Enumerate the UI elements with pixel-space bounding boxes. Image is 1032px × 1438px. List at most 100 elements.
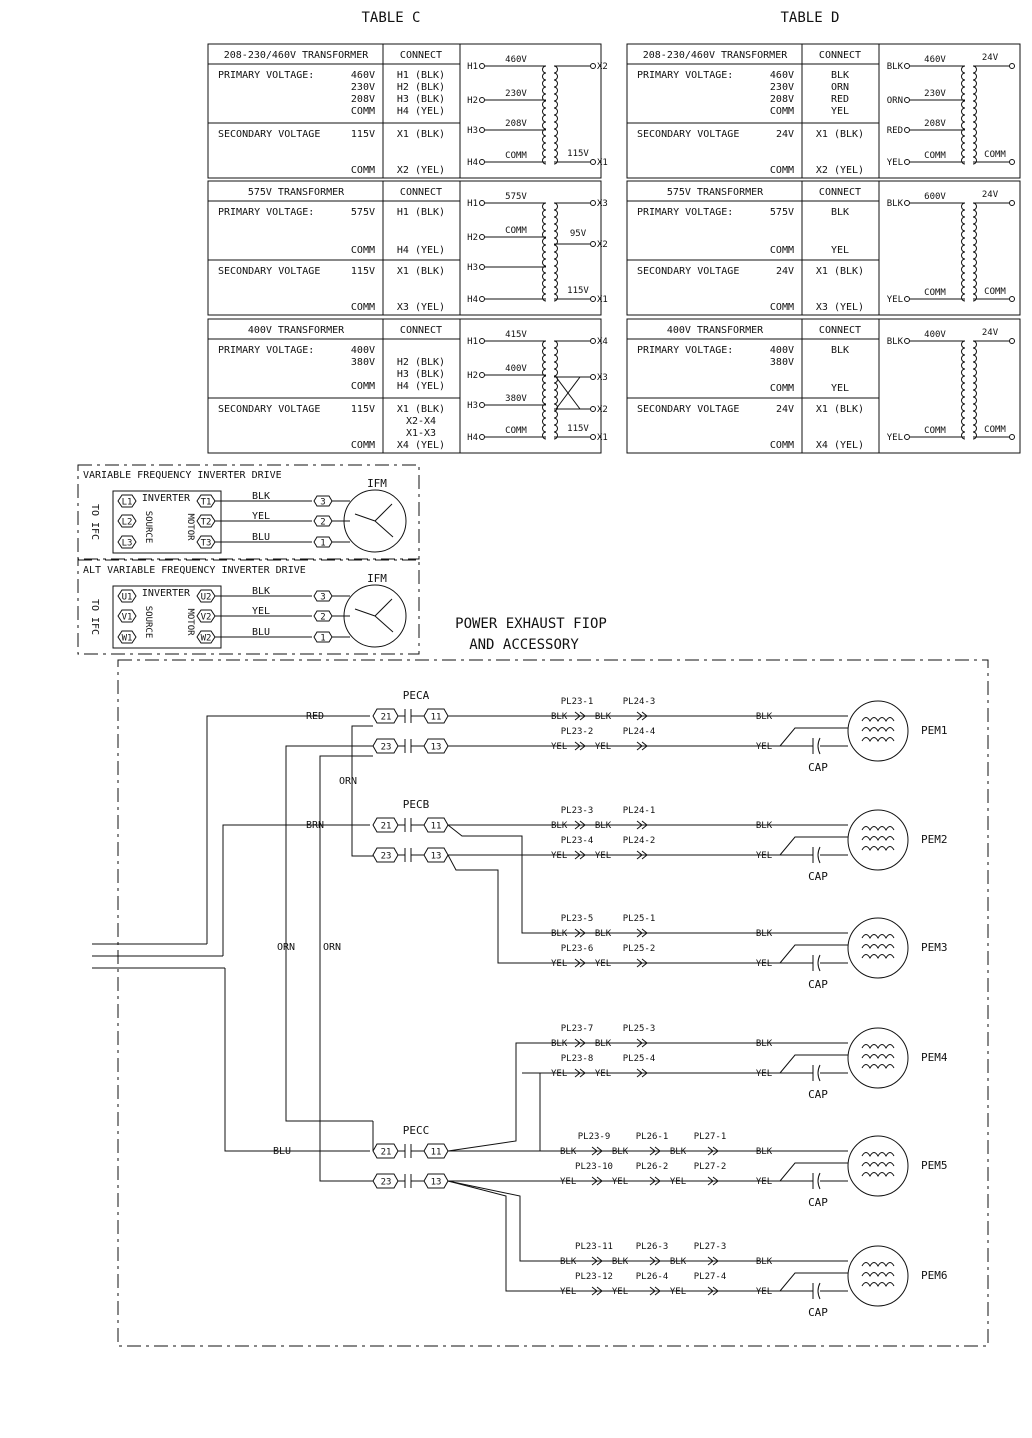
voltage-value: 460V	[351, 70, 375, 81]
voltage-value: COMM	[351, 165, 375, 176]
yel-plug-connector	[707, 1176, 719, 1186]
tap-label: H3	[467, 263, 478, 273]
output-voltage: 24V	[982, 328, 999, 338]
yel-plug-connector	[649, 1286, 661, 1296]
pin-number: 2	[320, 518, 325, 528]
voltage-value: 24V	[776, 129, 794, 140]
table_d-section-2	[626, 318, 1021, 454]
tap-label: H2	[467, 233, 478, 243]
blk-plug-connector	[636, 711, 648, 721]
connect-value: H1 (BLK)	[397, 70, 445, 81]
yel-plug-connector	[574, 741, 586, 751]
plug-label: PL25-4	[623, 1054, 656, 1064]
source-terminal: V1	[122, 613, 133, 623]
plug-label: PL26-1	[636, 1132, 669, 1142]
tap-label: BLK	[887, 337, 904, 347]
yel-plug-connector	[591, 1286, 603, 1296]
contactor-terminal: 11	[431, 1148, 442, 1158]
voltage-value: 208V	[351, 94, 375, 105]
tap-voltage: 460V	[924, 55, 946, 65]
tap-terminal	[479, 97, 485, 103]
cap-plate	[817, 846, 821, 864]
contactor-terminal: 11	[431, 822, 442, 832]
motor-winding	[861, 1054, 895, 1060]
cap-label: CAP	[808, 1196, 828, 1209]
tap-voltage: 208V	[924, 119, 946, 129]
tap-terminal	[904, 338, 910, 344]
cap-tie	[779, 1162, 848, 1182]
plug-label: PL23-10	[575, 1162, 613, 1172]
primary-winding	[542, 340, 547, 440]
wire-color-label: YEL	[756, 1287, 772, 1297]
motor-winding	[861, 1172, 895, 1178]
tap-terminal	[904, 296, 910, 302]
motor-winding	[861, 826, 895, 832]
tap-voltage: COMM	[505, 151, 527, 161]
primary-winding	[961, 202, 966, 302]
pem-label: PEM2	[921, 833, 948, 846]
pe-motor	[847, 917, 909, 979]
motor-winding	[861, 1272, 895, 1278]
wire-color-label: YEL	[670, 1177, 686, 1187]
connect-value: X3 (YEL)	[397, 302, 445, 313]
voltage-value: 575V	[351, 207, 375, 218]
contactor-terminal: 21	[381, 1148, 392, 1158]
source-label: SOURCE	[143, 511, 153, 544]
connect-value: X1 (BLK)	[397, 266, 445, 277]
blk-plug-connector	[707, 1146, 719, 1156]
tap-label: YEL	[887, 158, 903, 168]
blk-plug-connector	[574, 820, 586, 830]
wire-color-label: YEL	[595, 959, 611, 969]
motor-terminal: V2	[201, 613, 212, 623]
plug-label: PL24-3	[623, 697, 656, 707]
output-label: X2	[597, 405, 608, 415]
tap-terminal	[904, 159, 910, 165]
voltage-value: COMM	[770, 106, 794, 117]
tap-label: H1	[467, 337, 478, 347]
to-ifc-label: TO IFC	[89, 599, 100, 635]
motor-winding	[861, 727, 895, 733]
blu-feed	[224, 968, 370, 1152]
voltage-value: 115V	[351, 129, 375, 140]
cap-tie	[779, 1054, 848, 1074]
inverter-label: INVERTER	[142, 493, 191, 504]
transformer-header: 575V TRANSFORMER	[667, 187, 764, 198]
yel-plug-connector	[636, 958, 648, 968]
voltage-value: 380V	[351, 357, 375, 368]
wire-color-label: YEL	[551, 959, 567, 969]
primary-winding	[542, 65, 547, 165]
tap-voltage: 460V	[505, 55, 527, 65]
motor-terminal: U2	[201, 593, 212, 603]
plug-label: PL23-5	[561, 914, 594, 924]
plug-label: PL27-3	[694, 1242, 727, 1252]
tap-terminal	[479, 296, 485, 302]
wire-color-label: BLK	[670, 1147, 687, 1157]
connect-value: X3 (YEL)	[816, 302, 864, 313]
wire-color-label: BLK	[551, 821, 568, 831]
wire-color-label: YEL	[551, 742, 567, 752]
connect-value: YEL	[831, 106, 849, 117]
output-label: X1	[597, 433, 608, 443]
plug-label: PL25-1	[623, 914, 656, 924]
vfd-title: VARIABLE FREQUENCY INVERTER DRIVE	[83, 470, 282, 481]
connect-header: CONNECT	[400, 187, 442, 198]
secondary-winding	[553, 340, 558, 440]
secondary-voltage-label: SECONDARY VOLTAGE	[637, 266, 739, 277]
source-terminal: U1	[122, 593, 133, 603]
voltage-value: COMM	[770, 165, 794, 176]
blk-plug-connector	[636, 820, 648, 830]
blk-plug-connector	[574, 711, 586, 721]
source-terminal-tag	[117, 514, 137, 528]
wire-color-label: RED	[306, 711, 324, 722]
motor-winding	[861, 1162, 895, 1168]
tap-voltage: 208V	[505, 119, 527, 129]
plug-label: PL27-1	[694, 1132, 727, 1142]
wire-color-label: BLK	[756, 1147, 773, 1157]
connect-header: CONNECT	[400, 325, 442, 336]
voltage-value: 575V	[770, 207, 794, 218]
output-label: X1	[597, 295, 608, 305]
motor-winding	[861, 944, 895, 950]
vfd-title: ALT VARIABLE FREQUENCY INVERTER DRIVE	[83, 565, 306, 576]
plug-label: PL26-4	[636, 1272, 669, 1282]
connect-value: BLK	[831, 207, 849, 218]
